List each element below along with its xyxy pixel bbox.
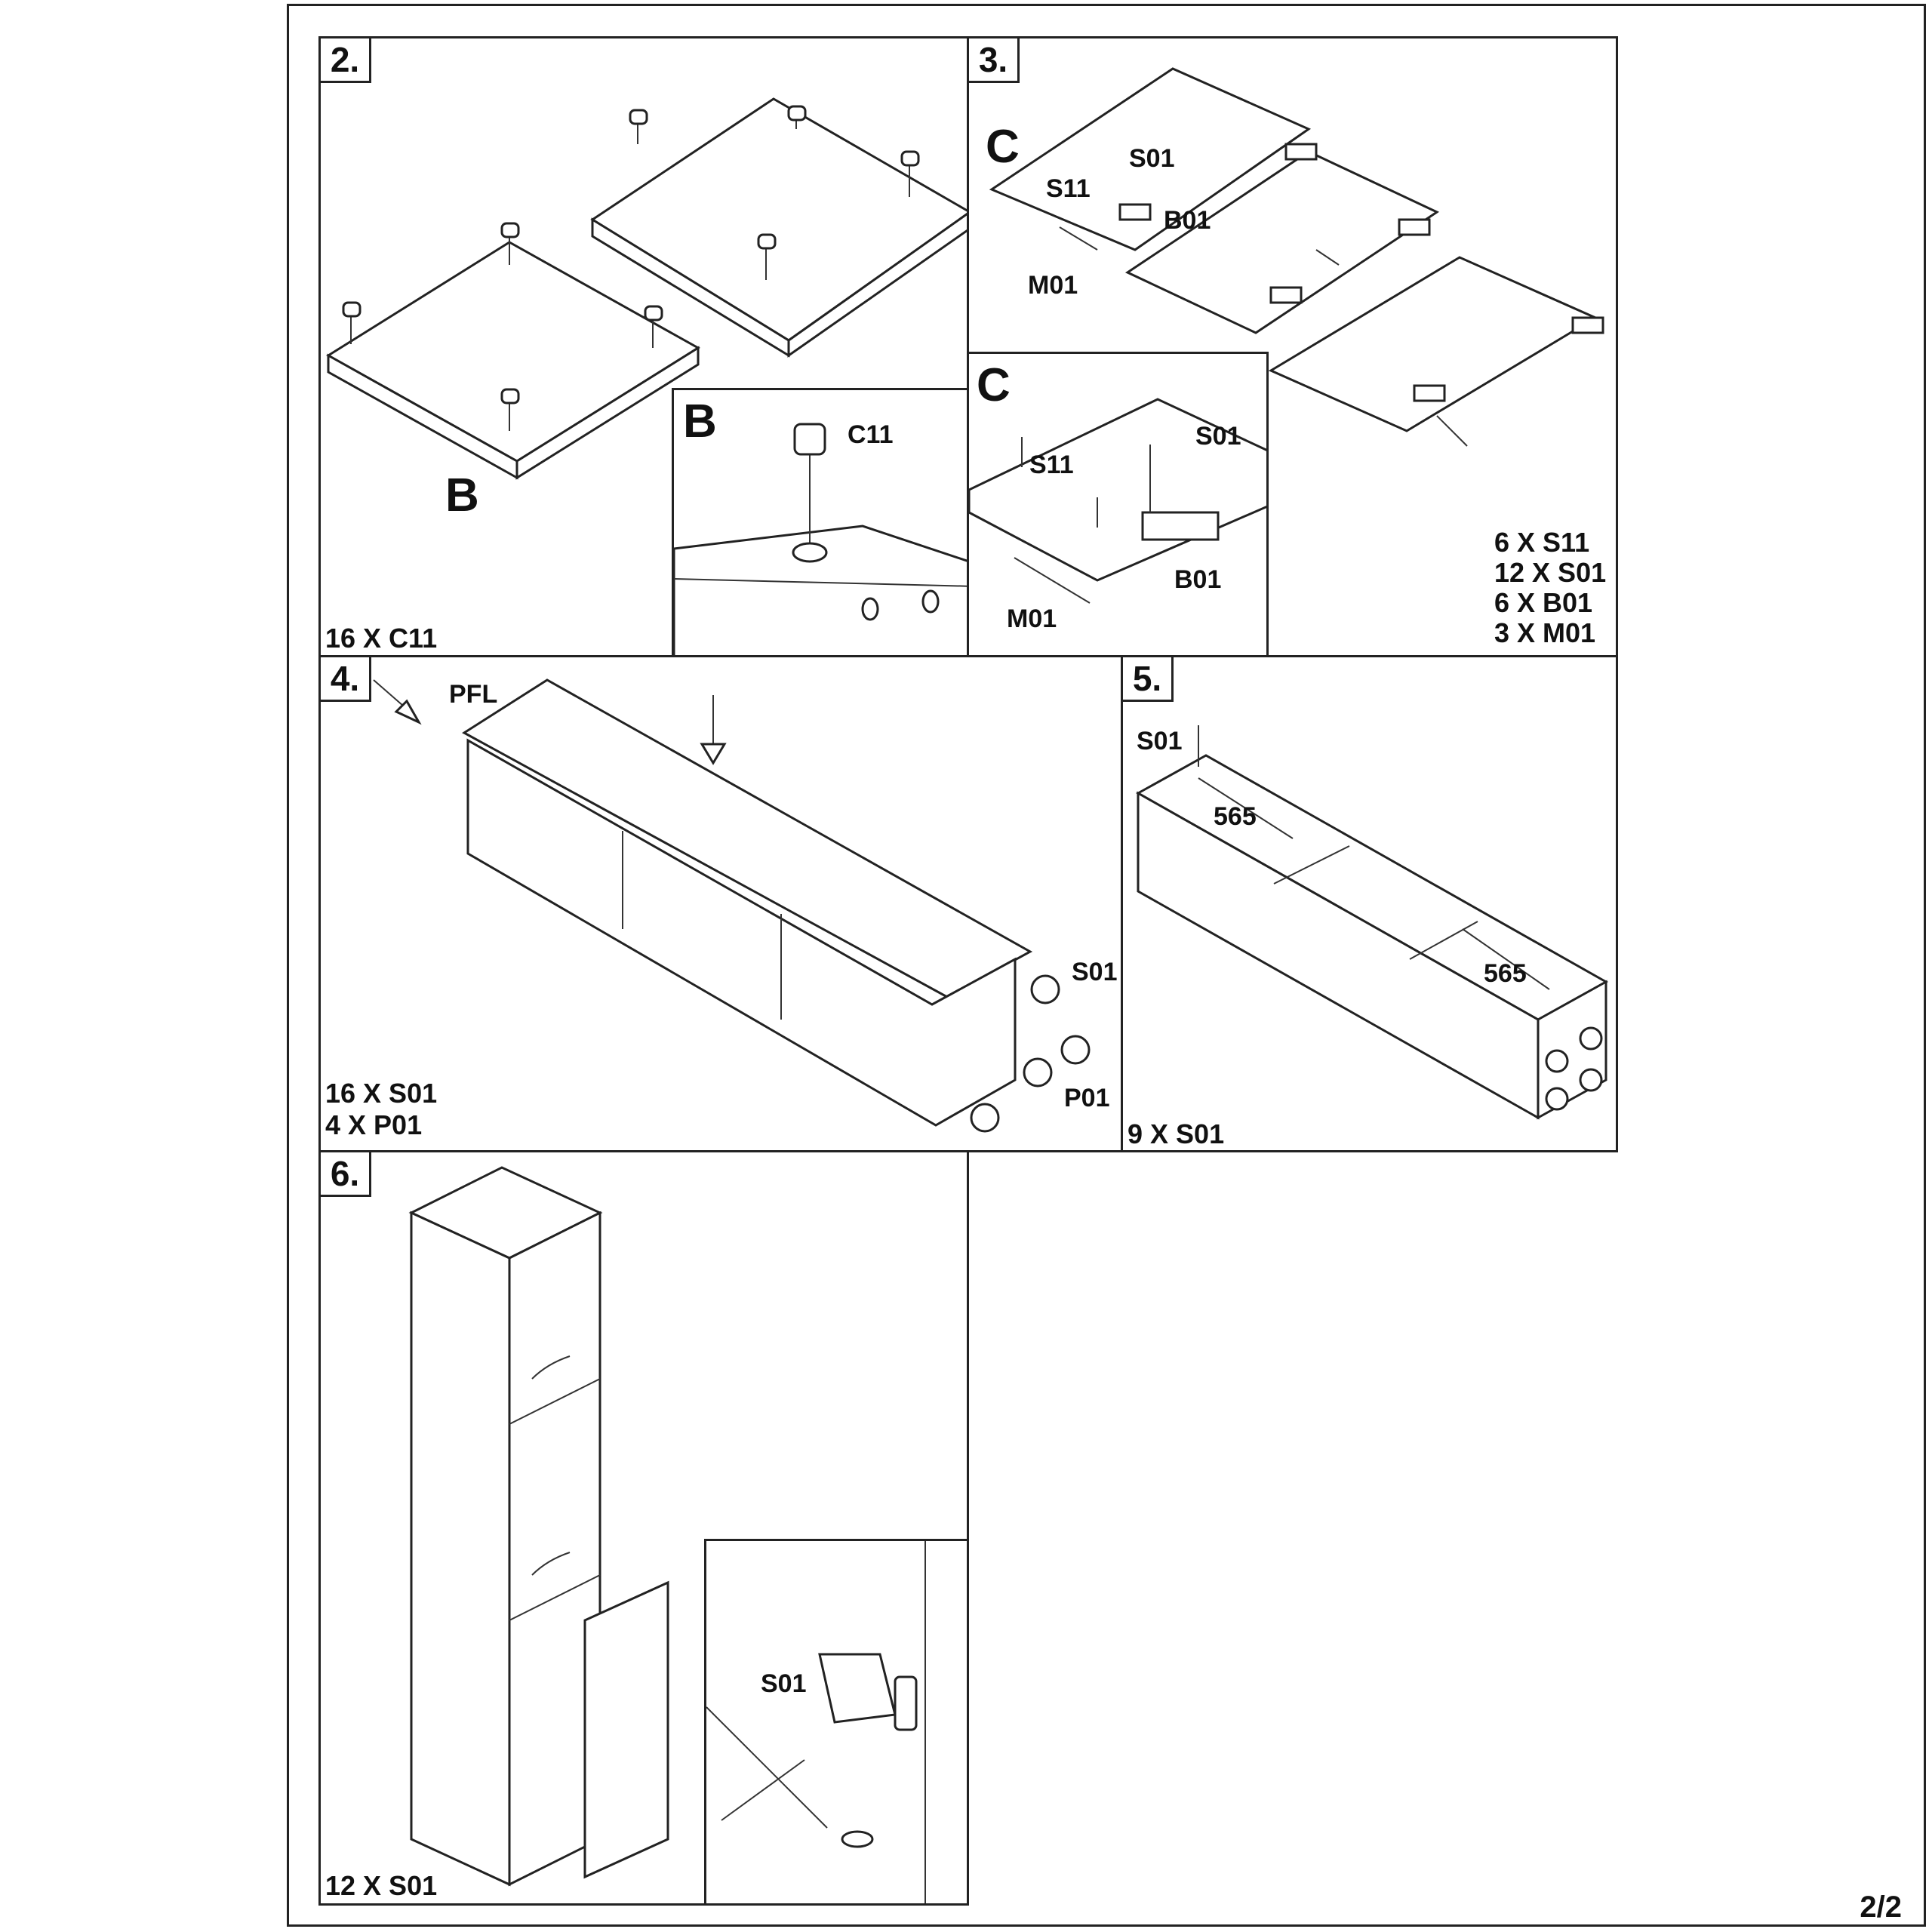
step-6-quantity: 12 X S01 — [325, 1870, 438, 1901]
step-6-drawing — [408, 1166, 669, 1887]
step-3-qty-b01: 6 X B01 — [1494, 587, 1593, 618]
step-3-label-s11: S11 — [1046, 174, 1091, 203]
step-4-qty-s01: 16 X S01 — [325, 1078, 438, 1109]
step-5-panel: 5. S01 565 565 9 X S01 — [1121, 655, 1618, 1152]
step-4-number: 4. — [321, 657, 371, 702]
step-3-label-b01: B01 — [1164, 206, 1211, 235]
step-4-label-s01: S01 — [1072, 958, 1118, 986]
step-5-quantity: 9 X S01 — [1128, 1118, 1225, 1149]
step-3-panel: 3. C S11 S01 B01 M01 6 X S11 12 X S01 6 … — [967, 36, 1618, 657]
step-2-drawing — [326, 97, 967, 480]
step-2-panel: 2. B 16 X C11 — [318, 36, 969, 657]
step-2-inset-part: C11 — [848, 420, 894, 449]
step-3-inset-s11: S11 — [1029, 451, 1074, 479]
step-6-inset-s01: S01 — [761, 1669, 807, 1698]
step-5-drawing — [1135, 725, 1609, 1120]
step-4-qty-p01: 4 X P01 — [325, 1109, 423, 1140]
step-3-number: 3. — [969, 38, 1020, 83]
step-4-label-p01: P01 — [1064, 1084, 1110, 1112]
step-3-inset-m01: M01 — [1007, 605, 1057, 633]
step-3-qty-m01: 3 X M01 — [1494, 617, 1596, 648]
step-2-number: 2. — [321, 38, 371, 83]
step-3-panel-label: C — [986, 121, 1020, 173]
step-2-inset-drawing — [674, 423, 967, 655]
step-4-drawing — [373, 678, 1091, 1133]
step-3-inset-label: C — [977, 359, 1011, 411]
step-2-part-label: B — [445, 469, 479, 521]
step-2-detail-inset: B C11 — [672, 388, 967, 655]
step-3-inset-drawing — [969, 398, 1266, 604]
step-5-label-s01: S01 — [1137, 727, 1183, 755]
step-2-inset-label: B — [683, 395, 717, 448]
step-4-panel: 4. PFL S01 P01 16 X S01 4 X P01 — [318, 655, 1123, 1152]
step-3-qty-s01: 12 X S01 — [1494, 557, 1607, 588]
step-5-number: 5. — [1123, 657, 1174, 702]
step-6-inset-drawing — [706, 1541, 926, 1903]
step-3-qty-s11: 6 X S11 — [1494, 527, 1590, 558]
step-6-number: 6. — [321, 1152, 371, 1197]
step-4-label-pfl: PFL — [449, 680, 498, 709]
step-6-panel: 6. S01 12 X S01 — [318, 1150, 969, 1906]
step-6-detail-inset: S01 — [704, 1539, 967, 1903]
step-3-detail-inset: C S11 S01 B01 M01 — [969, 352, 1269, 655]
page-number: 2/2 — [1860, 1890, 1902, 1924]
page-frame — [287, 4, 1926, 1927]
step-5-dimension-1: 565 — [1214, 802, 1257, 831]
step-3-drawing — [989, 67, 1604, 447]
step-3-inset-b01: B01 — [1174, 565, 1222, 594]
step-3-label-s01: S01 — [1129, 144, 1175, 173]
step-3-inset-s01: S01 — [1195, 422, 1241, 451]
step-3-label-m01: M01 — [1028, 271, 1078, 300]
step-2-quantity: 16 X C11 — [325, 623, 438, 654]
step-5-dimension-2: 565 — [1484, 959, 1527, 988]
